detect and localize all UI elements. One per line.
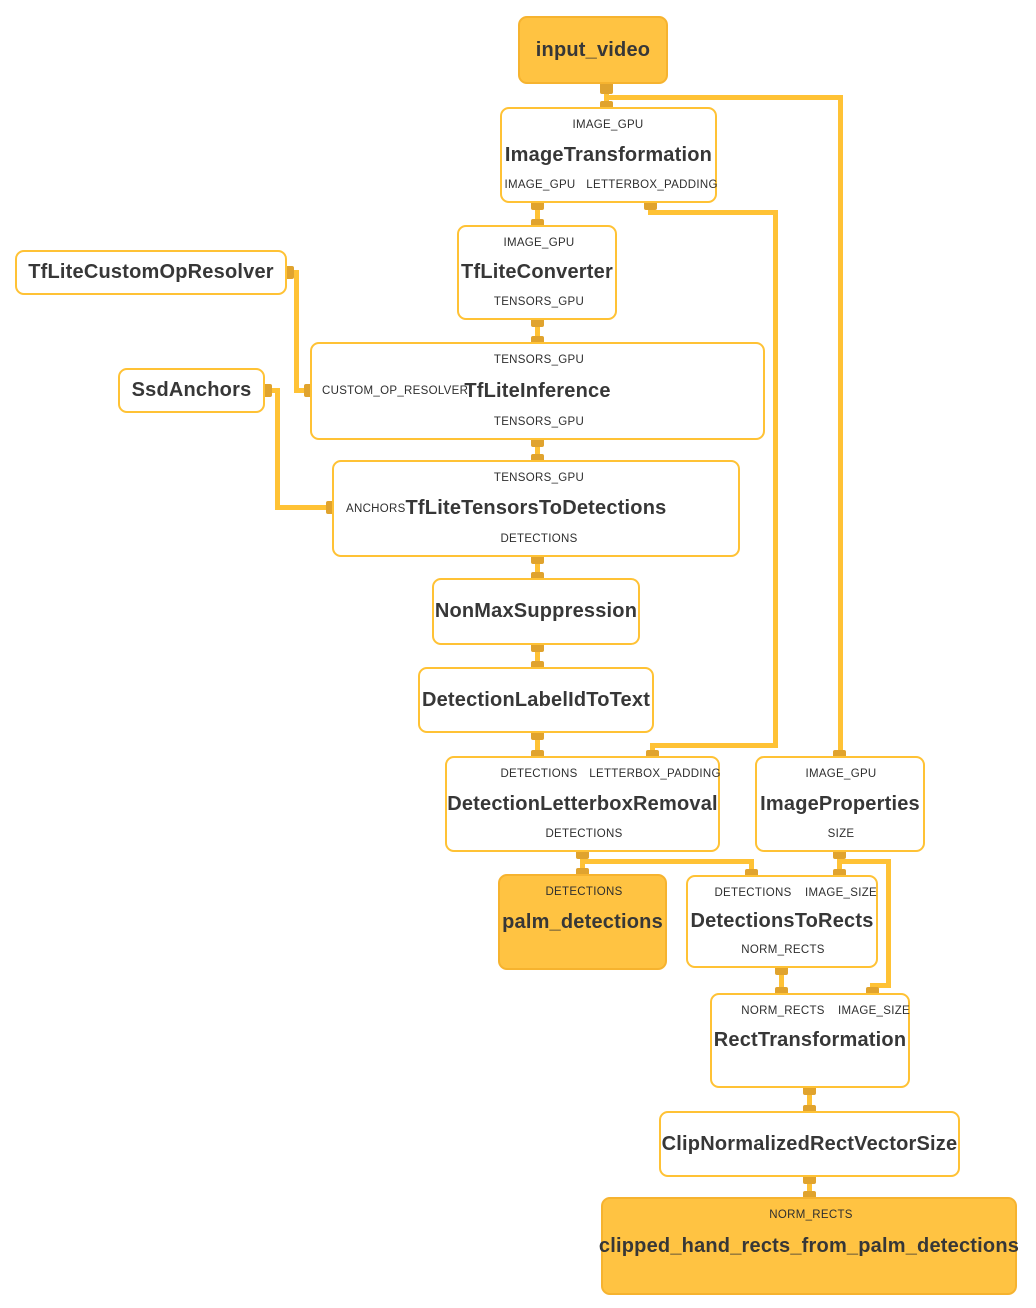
node-title: ImageProperties <box>760 792 920 815</box>
edge-segment <box>778 965 784 996</box>
input-port-label: LETTERBOX_PADDING <box>589 768 721 780</box>
edge-segment <box>534 642 540 670</box>
node-title: TfLiteTensorsToDetections <box>405 497 667 519</box>
edge-segment <box>647 209 778 215</box>
output-port-label: DETECTIONS <box>545 828 623 840</box>
node-detection-letterbox-removal[interactable]: DETECTIONS LETTERBOX_PADDING DetectionLe… <box>445 756 720 852</box>
input-port-label: DETECTIONS <box>500 768 578 780</box>
input-port-label: NORM_RECTS <box>741 1005 825 1017</box>
node-tflite-inference[interactable]: TENSORS_GPU CUSTOM_OP_RESOLVER TfLiteInf… <box>310 342 765 440</box>
input-port-label: DETECTIONS <box>545 886 623 898</box>
input-port-label: DETECTIONS <box>714 887 792 899</box>
input-port-label: IMAGE_GPU <box>572 119 644 131</box>
node-image-properties[interactable]: IMAGE_GPU ImageProperties SIZE <box>755 756 925 852</box>
node-title: ImageTransformation <box>504 143 713 166</box>
edge-segment <box>772 209 778 748</box>
edge-segment <box>534 317 540 345</box>
edge-segment <box>293 269 299 393</box>
node-title: ClipNormalizedRectVectorSize <box>661 1132 958 1155</box>
input-port-label: IMAGE_GPU <box>503 237 575 249</box>
node-tflite-tensors-to-detections[interactable]: TENSORS_GPU ANCHORS TfLiteTensorsToDetec… <box>332 460 740 557</box>
edge-segment <box>579 858 754 864</box>
edge-segment <box>534 200 540 228</box>
output-port-label: TENSORS_GPU <box>493 296 585 308</box>
input-port-label: TENSORS_GPU <box>493 354 585 366</box>
input-port-label: IMAGE_GPU <box>805 768 877 780</box>
node-title: RectTransformation <box>713 1029 907 1051</box>
node-title: DetectionLetterboxRemoval <box>447 792 718 815</box>
output-port-label: LETTERBOX_PADDING <box>586 179 718 191</box>
node-title: SsdAnchors <box>131 379 252 401</box>
output-port-label: IMAGE_GPU <box>504 179 576 191</box>
node-input-video[interactable]: input_video <box>518 16 668 84</box>
input-port-label: IMAGE_SIZE <box>837 1005 911 1017</box>
edge-segment <box>806 1174 812 1200</box>
input-port-label: NORM_RECTS <box>769 1209 853 1221</box>
node-title: TfLiteConverter <box>461 261 613 283</box>
input-port-label: CUSTOM_OP_RESOLVER <box>322 385 469 397</box>
output-port-label: SIZE <box>827 828 855 840</box>
edge-segment <box>293 387 313 393</box>
node-non-max-suppression[interactable]: NonMaxSuppression <box>432 578 640 645</box>
node-palm-detections[interactable]: DETECTIONS palm_detections <box>498 874 667 970</box>
node-image-transformation[interactable]: IMAGE_GPU ImageTransformation IMAGE_GPU … <box>500 107 717 203</box>
edge-segment <box>534 730 540 759</box>
node-title: NonMaxSuppression <box>434 600 638 622</box>
edge-segment <box>274 504 335 510</box>
node-title: DetectionLabelIdToText <box>421 688 651 711</box>
node-detections-to-rects[interactable]: DETECTIONS IMAGE_SIZE DetectionsToRects … <box>686 875 878 968</box>
edge-segment <box>603 94 843 100</box>
node-tflite-custom-op-resolver[interactable]: TfLiteCustomOpResolver <box>15 250 287 295</box>
node-rect-transformation[interactable]: NORM_RECTS IMAGE_SIZE RectTransformation <box>710 993 910 1088</box>
edge-segment <box>534 437 540 463</box>
edge-segment <box>534 554 540 581</box>
edge-segment <box>837 94 843 759</box>
output-port-label: DETECTIONS <box>500 533 578 545</box>
node-title: TfLiteCustomOpResolver <box>28 261 274 283</box>
output-port-label: TENSORS_GPU <box>493 416 585 428</box>
edge-segment <box>869 982 891 988</box>
edge-segment <box>649 742 778 748</box>
node-title: clipped_hand_rects_from_palm_detections <box>598 1234 1020 1257</box>
edge-segment <box>836 849 842 878</box>
node-title: DetectionsToRects <box>690 910 874 932</box>
node-tflite-converter[interactable]: IMAGE_GPU TfLiteConverter TENSORS_GPU <box>457 225 617 320</box>
node-clipped-hand-rects-from-palm-detections[interactable]: NORM_RECTS clipped_hand_rects_from_palm_… <box>598 1197 1020 1295</box>
edge-segment <box>836 858 891 864</box>
input-port-label: TENSORS_GPU <box>493 472 585 484</box>
node-title: input_video <box>535 38 651 61</box>
edge-segment <box>806 1085 812 1114</box>
input-port-label: IMAGE_SIZE <box>804 887 878 899</box>
node-title: palm_detections <box>502 910 663 933</box>
output-port-label: NORM_RECTS <box>741 944 825 956</box>
edge-segment <box>885 858 891 988</box>
node-clip-normalized-rect-vector-size[interactable]: ClipNormalizedRectVectorSize <box>659 1111 960 1177</box>
node-detection-label-id-to-text[interactable]: DetectionLabelIdToText <box>418 667 654 733</box>
node-title: TfLiteInference <box>464 379 611 402</box>
input-port-label: ANCHORS <box>346 502 406 515</box>
edge-segment <box>274 387 280 510</box>
edge-segment <box>748 858 754 878</box>
node-ssd-anchors[interactable]: SsdAnchors <box>118 368 265 413</box>
